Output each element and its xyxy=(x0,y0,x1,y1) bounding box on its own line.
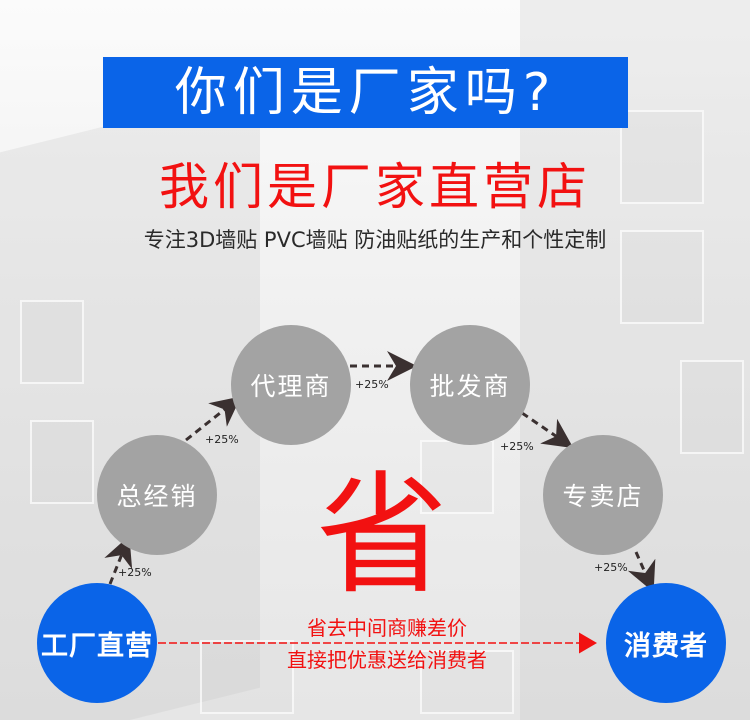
markup-label: +25% xyxy=(355,378,389,391)
arrow-to-zhuanmaidian xyxy=(521,411,574,449)
markup-label: +25% xyxy=(500,440,534,453)
node-dailishang: 代理商 xyxy=(231,325,351,445)
node-label: 消费者 xyxy=(624,630,708,662)
save-message-line2: 直接把优惠送给消费者 xyxy=(287,648,487,672)
node-label: 专卖店 xyxy=(562,482,644,511)
product-description: 专注3D墙贴 PVC墙贴 防油贴纸的生产和个性定制 xyxy=(143,228,607,252)
node-label: 批发商 xyxy=(429,372,511,401)
node-label: 工厂直营 xyxy=(41,630,153,662)
arrow-to-consumer xyxy=(627,551,656,593)
node-label: 总经销 xyxy=(116,482,198,511)
arrow-to-dailishang xyxy=(185,396,242,442)
node-factory-direct: 工厂直营 xyxy=(37,583,157,703)
node-pifashang: 批发商 xyxy=(410,325,530,445)
node-label: 代理商 xyxy=(250,372,332,401)
node-consumer: 消费者 xyxy=(606,583,726,703)
node-zongjingxiao: 总经销 xyxy=(97,435,217,555)
node-zhuanmaidian: 专卖店 xyxy=(543,435,663,555)
markup-label: +25% xyxy=(118,566,152,579)
question-title: 你们是厂家吗? xyxy=(174,62,557,123)
question-banner: 你们是厂家吗? xyxy=(103,57,628,128)
markup-label: +25% xyxy=(594,561,628,574)
save-character: 省 xyxy=(316,459,448,613)
save-message-line1: 省去中间商赚差价 xyxy=(307,616,467,640)
markup-label: +25% xyxy=(205,433,239,446)
answer-title: 我们是厂家直营店 xyxy=(159,158,591,216)
